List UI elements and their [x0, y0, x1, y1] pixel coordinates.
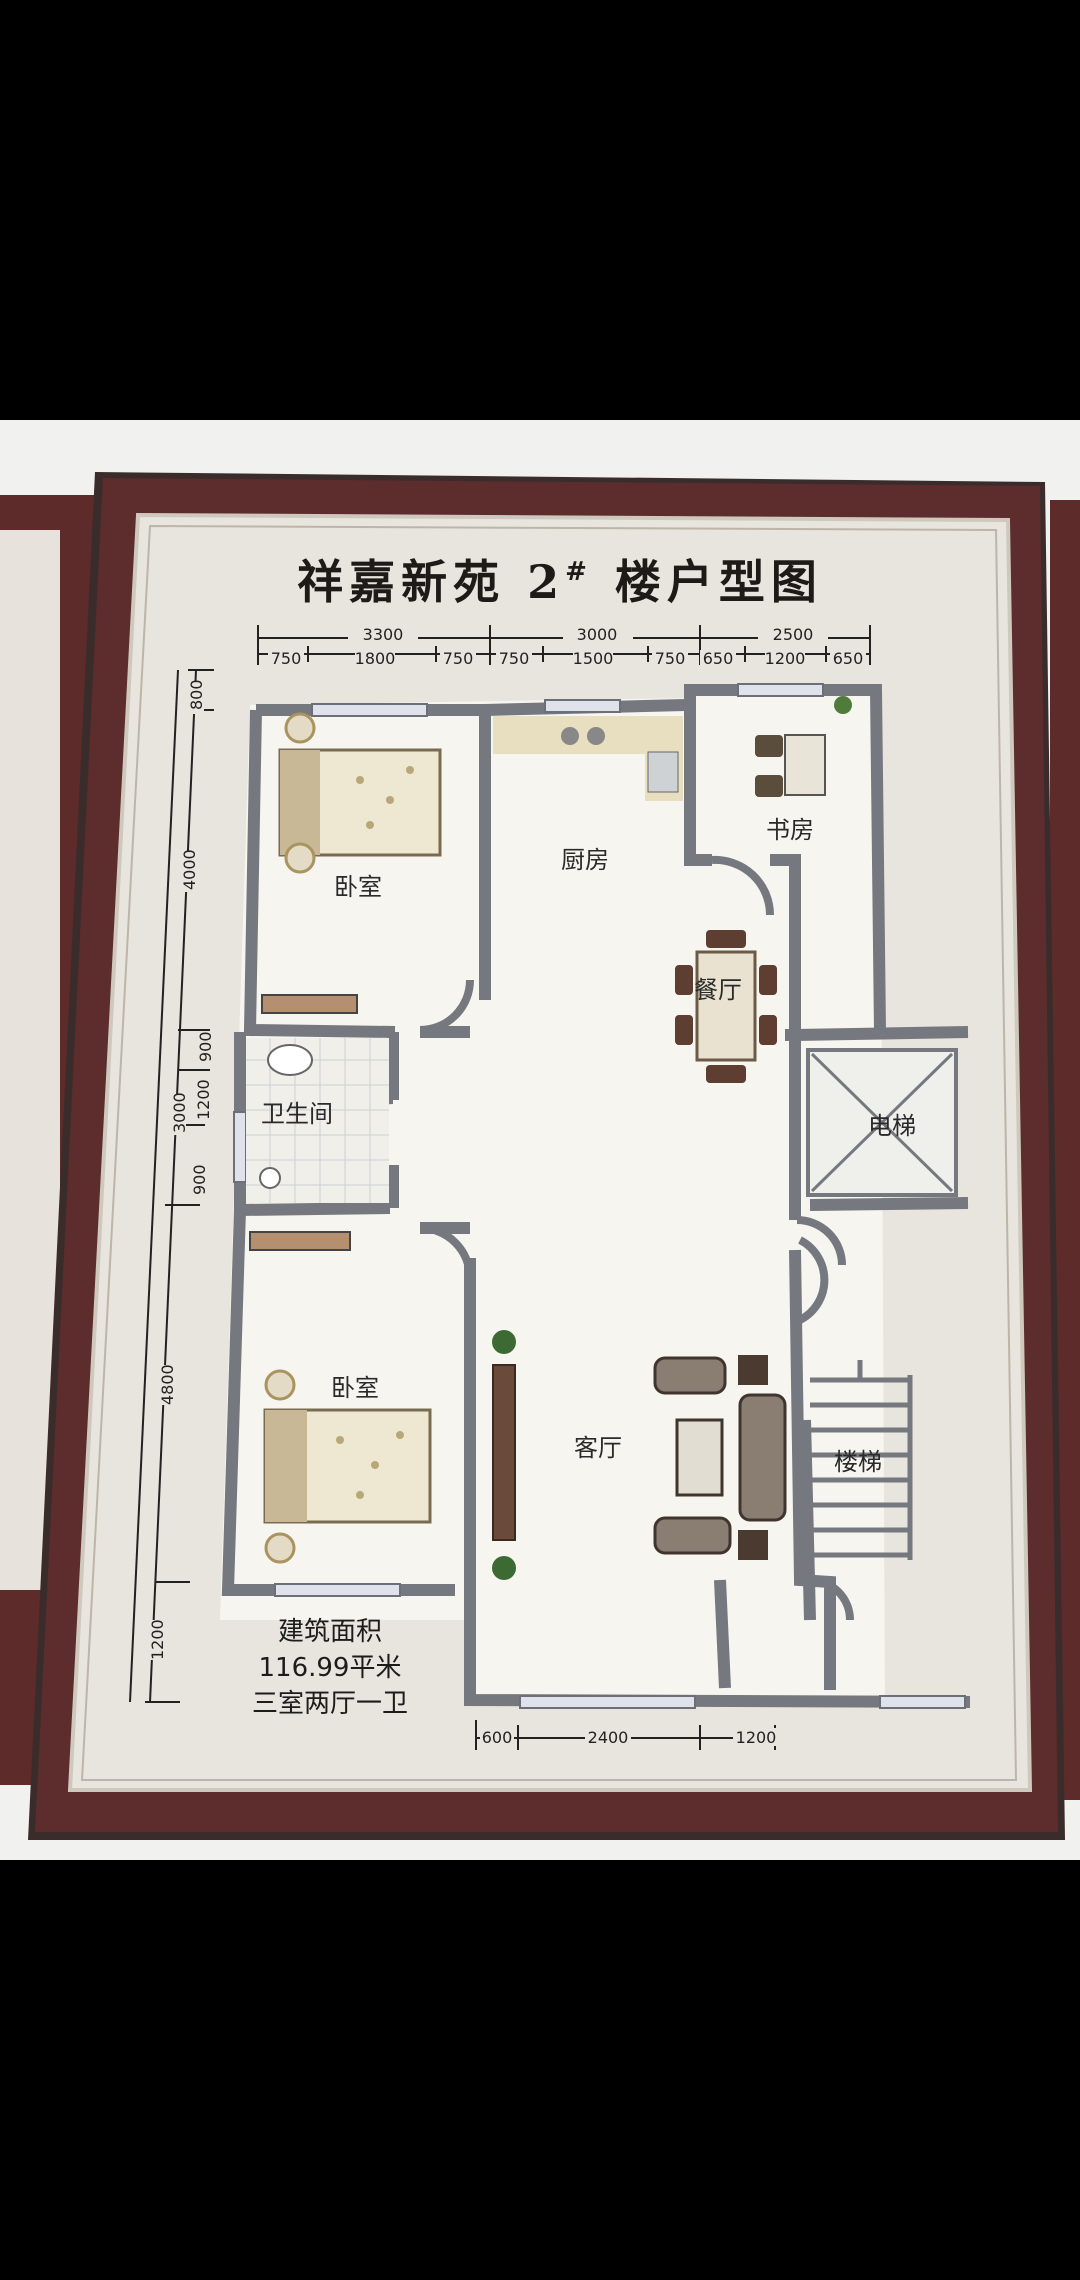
room-label-bedroom-top: 卧室 — [334, 873, 382, 901]
basin-icon — [259, 1167, 281, 1189]
room-label-stairs: 楼梯 — [834, 1448, 882, 1476]
dim-top-minor: 750 — [499, 649, 530, 668]
stove-icon — [587, 727, 605, 745]
tv-cabinet-icon — [492, 1330, 516, 1580]
wardrobe-bottom — [249, 1231, 351, 1251]
area-value: 116.99平米 — [259, 1653, 402, 1683]
dim-left: 4000 — [180, 849, 199, 890]
dim-top-2500: 2500 — [773, 625, 814, 644]
dim-top-minor: 1200 — [765, 649, 806, 668]
room-label-bathroom: 卫生间 — [261, 1100, 333, 1128]
plan-title: 祥嘉新苑 2# 楼户型图 — [297, 555, 823, 609]
toilet-icon — [267, 1044, 313, 1076]
area-label: 建筑面积 — [278, 1617, 382, 1647]
room-label-bedroom-bottom: 卧室 — [331, 1374, 379, 1402]
dim-left: 800 — [187, 679, 206, 710]
top-minor-dims: 750 1800 750 750 1500 750 650 1200 650 — [268, 649, 866, 668]
dining-table-icon — [675, 930, 777, 1083]
dim-left: 1200 — [194, 1079, 213, 1120]
dim-left: 3000 — [170, 1092, 189, 1133]
room-label-elevator: 电梯 — [868, 1112, 916, 1140]
dim-top-minor: 750 — [655, 649, 686, 668]
room-label-kitchen: 厨房 — [561, 846, 609, 874]
dim-left: 1200 — [148, 1619, 167, 1660]
wardrobe-top — [261, 994, 358, 1014]
dim-left: 900 — [190, 1164, 209, 1195]
left-dims: 800 4000 900 1200 900 3000 4800 1200 — [148, 679, 215, 1660]
elevator-icon — [806, 1048, 958, 1197]
floor-plan-photo: 祥嘉新苑 2# 楼户型图 3300 3000 2500 750 1800 750… — [0, 420, 1080, 1860]
bathroom-floor — [246, 1038, 389, 1203]
dim-top-minor: 750 — [443, 649, 474, 668]
dim-bg-b2 — [585, 1728, 631, 1746]
poster-inner-border — [80, 524, 1018, 1781]
floor-plan-svg: 祥嘉新苑 2# 楼户型图 3300 3000 2500 750 1800 750… — [0, 472, 1080, 1840]
dim-left: 4800 — [158, 1364, 177, 1405]
stairs-icon — [810, 1360, 913, 1560]
dim-top-minor: 1800 — [355, 649, 396, 668]
dim-bg-b3 — [733, 1728, 779, 1746]
sofa-set-icon — [653, 1355, 787, 1560]
dim-top-3300: 3300 — [363, 625, 404, 644]
dim-top-minor: 750 — [271, 649, 302, 668]
dim-bottom: 600 — [482, 1728, 513, 1747]
sink-icon — [647, 751, 679, 793]
dim-top-minor: 650 — [703, 649, 734, 668]
dim-top-minor: 650 — [833, 649, 864, 668]
dim-top-3000: 3000 — [577, 625, 618, 644]
dim-bottom: 2400 — [588, 1728, 629, 1747]
room-label-living: 客厅 — [574, 1434, 622, 1462]
stove-icon — [561, 727, 579, 745]
dim-top-minor: 1500 — [573, 649, 614, 668]
room-label-study: 书房 — [766, 816, 814, 844]
layout-type: 三室两厅一卫 — [252, 1689, 408, 1719]
dim-bg-1 — [348, 626, 418, 642]
dim-bg-b1 — [480, 1728, 514, 1746]
dim-bg-2 — [563, 626, 633, 642]
dim-left: 900 — [196, 1031, 215, 1062]
room-label-dining: 餐厅 — [694, 976, 742, 1004]
windows — [233, 683, 966, 1709]
bed-top-icon — [278, 712, 442, 874]
dim-bg-3 — [758, 626, 828, 642]
left-dimension-lines — [129, 669, 214, 1703]
bed-bottom-icon — [263, 1369, 432, 1564]
dim-bottom: 1200 — [736, 1728, 777, 1747]
study-desk-icon — [755, 696, 852, 797]
